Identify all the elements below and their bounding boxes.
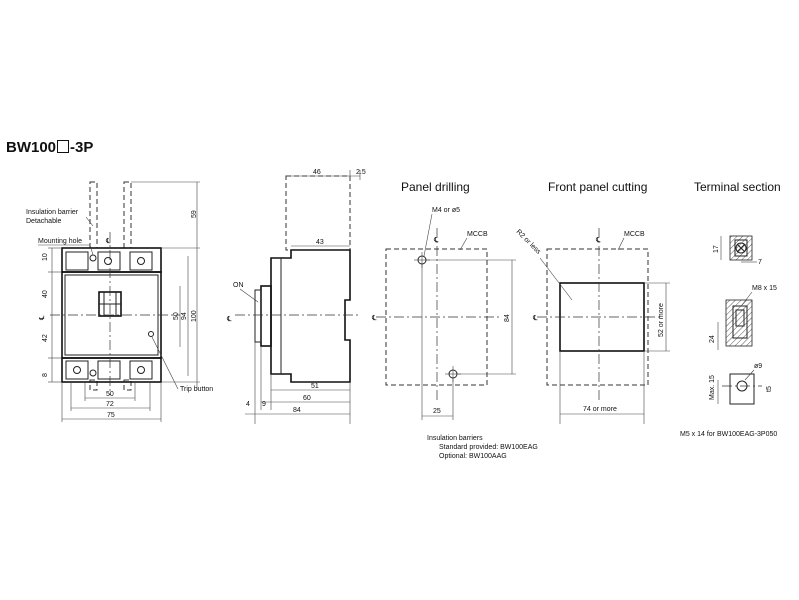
dim-7: 7 bbox=[758, 259, 762, 266]
label-dia-9: ø9 bbox=[754, 363, 762, 370]
dim-84-drilling: 84 bbox=[504, 314, 511, 322]
centerline-mark-side: ℄ bbox=[226, 316, 232, 323]
label-detachable: Detachable bbox=[26, 218, 62, 225]
mounting-hole-bottom bbox=[89, 369, 97, 377]
label-mccb-drilling: MCCB bbox=[467, 231, 488, 238]
label-m5-note: M5 x 14 for BW100EAG-3P050 bbox=[680, 431, 777, 438]
side-view: 46 2.5 43 ℄ ON 51 60 84 4 9 bbox=[226, 169, 366, 424]
dim-24: 24 bbox=[709, 335, 716, 343]
svg-text:℄: ℄ bbox=[433, 237, 439, 244]
dim-9: 9 bbox=[262, 401, 266, 408]
dim-72: 72 bbox=[106, 401, 114, 408]
centerline-mark-left: ℄ bbox=[39, 315, 46, 321]
label-mccb-cutting: MCCB bbox=[624, 231, 645, 238]
dim-40: 40 bbox=[42, 290, 49, 298]
dim-50-vertical: 50 bbox=[173, 312, 180, 320]
dim-50-horizontal: 50 bbox=[106, 391, 114, 398]
terminal-middle-hatched bbox=[725, 299, 753, 347]
side-handle bbox=[260, 285, 272, 347]
dim-max-15: Max. 15 bbox=[709, 375, 716, 400]
label-trip-button: Trip button bbox=[180, 386, 213, 393]
bottom-terminal-block bbox=[61, 357, 162, 383]
insulation-barrier-left bbox=[89, 181, 98, 249]
terminal-plate bbox=[729, 373, 755, 405]
label-mounting-hole: Mounting hole bbox=[38, 238, 82, 245]
dim-51: 51 bbox=[311, 383, 319, 390]
dim-4: 4 bbox=[246, 401, 250, 408]
dim-94: 94 bbox=[181, 312, 188, 320]
heading-terminal-section: Terminal section bbox=[694, 180, 781, 194]
trip-button bbox=[148, 331, 154, 337]
svg-text:℄: ℄ bbox=[595, 237, 601, 244]
dim-43: 43 bbox=[316, 239, 324, 246]
centerline-mark-drilling: ℄ bbox=[371, 315, 377, 322]
front-view: 10 40 42 8 ℄ 59 50 94 100 50 72 75 Insul… bbox=[26, 181, 213, 422]
dim-74-or-more: 74 or more bbox=[583, 406, 617, 413]
centerline-mark-cutting: ℄ bbox=[532, 315, 538, 322]
dim-42: 42 bbox=[42, 334, 49, 342]
terminal-screw-icon bbox=[735, 242, 747, 254]
mounting-hole-top bbox=[89, 254, 97, 262]
label-on: ON bbox=[233, 282, 244, 289]
title-suffix: -3P bbox=[70, 139, 94, 156]
label-insulation-barrier: Insulation barrier bbox=[26, 209, 79, 216]
dim-46: 46 bbox=[313, 169, 321, 176]
insulation-barrier-right bbox=[123, 181, 132, 249]
centerline-mark-top: ℄ bbox=[105, 238, 111, 245]
terminal-bolt-icon bbox=[735, 309, 745, 327]
label-m8x15: M8 x 15 bbox=[752, 285, 777, 292]
dim-84: 84 bbox=[293, 407, 301, 414]
dim-10: 10 bbox=[42, 253, 49, 261]
panel-drilling-view: Panel drilling ℄ ℄ M4 or ø5 MCCB 84 25 I… bbox=[371, 180, 538, 460]
dim-t5: t5 bbox=[766, 386, 773, 392]
dim-75: 75 bbox=[107, 412, 115, 419]
title-prefix: BW100 bbox=[6, 139, 57, 156]
dim-17: 17 bbox=[713, 245, 720, 253]
dim-25: 25 bbox=[433, 408, 441, 415]
dim-52-or-more: 52 or more bbox=[658, 303, 665, 337]
front-panel-cutting-view: Front panel cutting ℄ ℄ MCCB R2 or less … bbox=[515, 180, 670, 424]
label-insulation-barriers: Insulation barriers bbox=[427, 435, 483, 442]
label-r2-or-less: R2 or less bbox=[515, 228, 543, 256]
model-placeholder-box-icon bbox=[57, 140, 70, 153]
heading-panel-drilling: Panel drilling bbox=[401, 180, 470, 194]
dim-59: 59 bbox=[191, 210, 198, 218]
heading-front-panel-cutting: Front panel cutting bbox=[548, 180, 647, 194]
dim-8: 8 bbox=[42, 373, 49, 377]
dim-100: 100 bbox=[191, 310, 198, 322]
page-title: BW100 -3P bbox=[6, 139, 93, 156]
dim-2-5: 2.5 bbox=[356, 169, 366, 176]
terminal-section-view: Terminal section 17 7 M8 x 15 24 ø9 Max.… bbox=[680, 180, 781, 438]
dim-60: 60 bbox=[303, 395, 311, 402]
side-body bbox=[270, 249, 351, 383]
label-optional: Optional: BW100AAG bbox=[439, 453, 507, 460]
label-standard-provided: Standard provided: BW100EAG bbox=[439, 444, 538, 451]
label-m4-hole: M4 or ø5 bbox=[432, 207, 460, 214]
